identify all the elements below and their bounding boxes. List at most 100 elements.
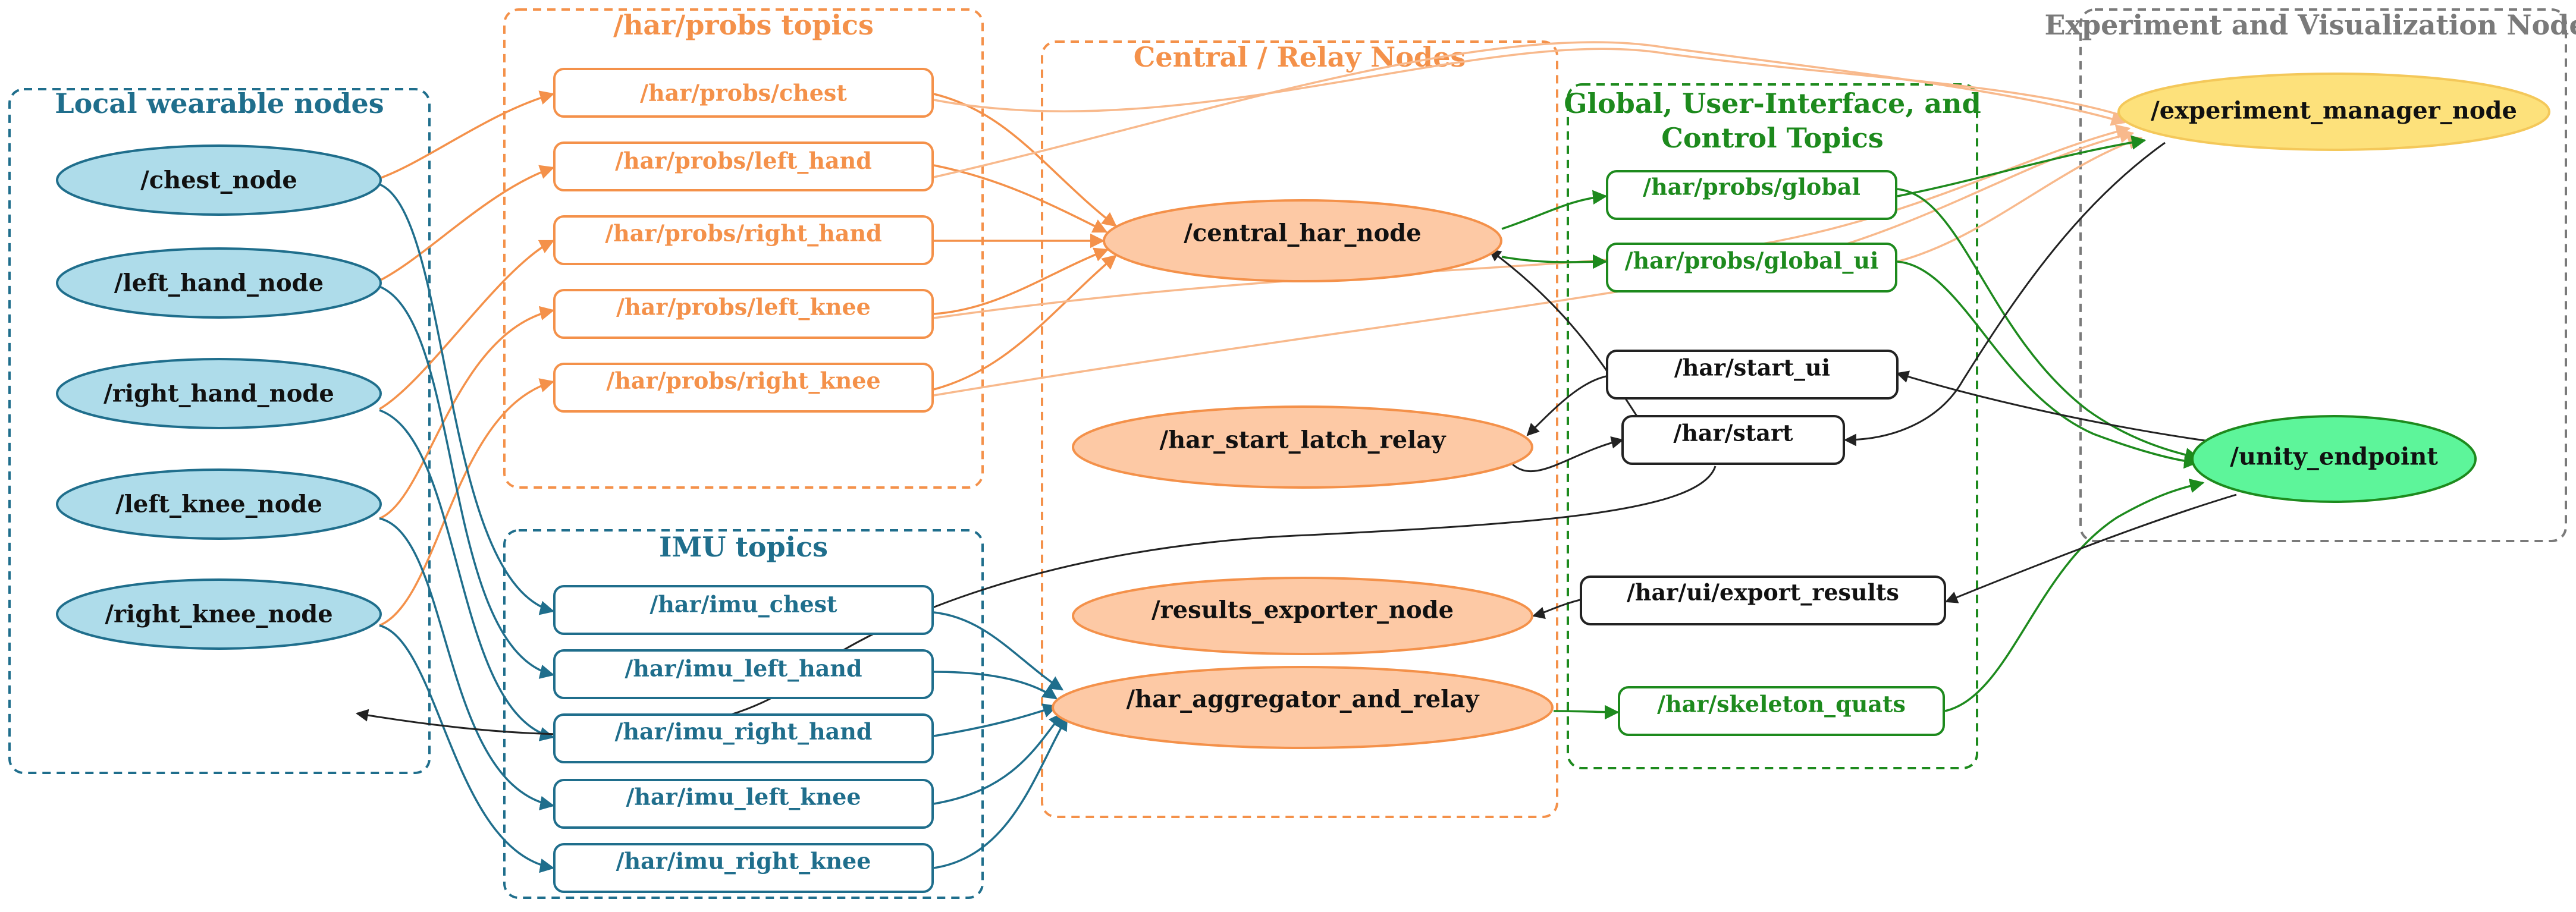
edge-export-results-to-exporter [1532,598,1583,619]
edge-probs-chest-to-central [933,93,1117,227]
node-results-exporter[interactable]: /results_exporter_node [1072,577,1533,655]
topic-probs-left-hand[interactable]: /har/probs/left_hand [553,141,934,191]
node-experiment-manager-label: /experiment_manager_node [2151,97,2517,125]
topic-start-label: /har/start [1673,420,1793,446]
topic-probs-left-knee-label: /har/probs/left_knee [616,294,871,320]
topic-imu-chest[interactable]: /har/imu_chest [553,585,934,635]
topic-probs-chest-label: /har/probs/chest [640,80,847,106]
edge-left-hand-to-probs-left-hand [379,165,555,282]
edge-probs-global-to-experiment [1897,135,2147,197]
topic-skeleton-quats-label: /har/skeleton_quats [1657,691,1906,718]
topic-probs-global-label: /har/probs/global [1643,174,1860,200]
edge-start-ui-to-latch-relay [1526,375,1609,436]
edge-probs-left-knee-to-central [933,247,1109,315]
cluster-global-ui-control-topics: Global, User-Interface, and Control Topi… [1564,83,1981,769]
cluster-probs-topics: /har/probs topics [503,8,984,489]
edge-imu-left-knee-to-aggregator [933,712,1063,805]
topic-probs-right-knee-label: /har/probs/right_knee [606,367,880,394]
edge-imu-chest-to-aggregator [933,611,1064,691]
cluster-local-title: Local wearable nodes [55,87,384,119]
cluster-central-title: Central / Relay Nodes [1134,41,1466,73]
topic-start-ui-label: /har/start_ui [1674,354,1830,381]
cluster-experiment-title: Experiment and Visualization Nodes [2044,9,2576,41]
node-right-hand-label: /right_hand_node [103,380,334,408]
node-central-har[interactable]: /central_har_node [1103,199,1502,282]
edge-chest-to-imu-chest [379,183,555,615]
edge-probs-global-ui-to-unity [1897,260,2199,469]
topic-probs-chest[interactable]: /har/probs/chest [553,68,934,118]
topic-imu-left-hand[interactable]: /har/imu_left_hand [553,649,934,699]
topic-imu-left-hand-label: /har/imu_left_hand [625,655,862,682]
topic-probs-right-knee[interactable]: /har/probs/right_knee [553,363,934,413]
edge-chest-to-probs-chest [379,90,555,180]
node-chest[interactable]: /chest_node [56,144,382,216]
topic-skeleton-quats[interactable]: /har/skeleton_quats [1618,686,1945,736]
cluster-probs-title: /har/probs topics [613,9,874,41]
node-unity-endpoint-label: /unity_endpoint [2230,443,2438,471]
edge-unity-to-export-results [1945,493,2237,603]
cluster-local-wearable-nodes: Local wearable nodes [8,87,431,774]
node-har-start-latch-relay-label: /har_start_latch_relay [1159,426,1447,454]
topic-probs-right-hand[interactable]: /har/probs/right_hand [553,215,934,265]
edge-right-hand-to-imu-right-hand [379,409,555,741]
edges-local-to-imu [379,183,555,873]
topic-probs-global-ui-label: /har/probs/global_ui [1625,247,1879,274]
topic-ui-export-results-label: /har/ui/export_results [1627,579,1899,606]
edges-imu-to-aggregator [933,611,1068,869]
topic-ui-export-results[interactable]: /har/ui/export_results [1580,575,1946,625]
topic-start-ui[interactable]: /har/start_ui [1606,350,1899,400]
topic-imu-right-knee-label: /har/imu_right_knee [616,848,871,875]
cluster-imu-title: IMU topics [659,531,828,563]
edge-right-hand-to-probs-right-hand [379,240,555,410]
edge-left-hand-to-imu-left-hand [379,285,555,679]
edge-left-knee-to-probs-left-knee [379,306,555,520]
topic-imu-right-hand-label: /har/imu_right_hand [615,718,873,745]
edge-experiment-to-start [1843,141,2166,446]
edge-probs-global-to-unity [1897,188,2200,463]
topic-imu-chest-label: /har/imu_chest [650,591,837,618]
node-left-hand[interactable]: /left_hand_node [56,247,382,319]
node-har-start-latch-relay[interactable]: /har_start_latch_relay [1072,405,1533,489]
edges-control [355,141,2237,735]
node-unity-endpoint[interactable]: /unity_endpoint [2191,415,2477,503]
edge-probs-left-hand-to-experiment [933,41,2126,178]
topic-start[interactable]: /har/start [1621,415,1845,465]
node-right-knee[interactable]: /right_knee_node [56,578,382,650]
edge-skeleton-quats-to-unity [1944,479,2205,712]
edge-latch-relay-to-start [1510,436,1624,473]
topic-probs-left-knee[interactable]: /har/probs/left_knee [553,289,934,339]
edges-local-to-probs [379,90,555,627]
edge-aggregator-to-skeleton-quats [1553,705,1620,720]
node-har-aggregator-and-relay-label: /har_aggregator_and_relay [1126,685,1480,713]
node-right-knee-label: /right_knee_node [105,600,332,628]
edge-imu-left-hand-to-aggregator [933,671,1058,700]
edge-right-knee-to-probs-right-knee [379,378,555,627]
cluster-global-title-line1: Global, User-Interface, and [1564,87,1981,119]
edge-central-to-probs-global-ui [1501,254,1608,269]
topic-imu-left-knee-label: /har/imu_left_knee [626,784,861,810]
edge-probs-global-ui-to-experiment [1897,135,2143,263]
node-left-hand-label: /left_hand_node [114,269,324,297]
edge-right-knee-to-imu-right-knee [379,624,555,873]
node-right-hand[interactable]: /right_hand_node [56,358,382,429]
topic-probs-global[interactable]: /har/probs/global [1606,170,1897,220]
node-chest-label: /chest_node [140,166,297,194]
edge-start-to-central [1488,249,1643,424]
edge-imu-right-hand-to-aggregator [933,703,1058,737]
edge-probs-right-knee-to-central [933,254,1117,391]
topic-imu-right-knee[interactable]: /har/imu_right_knee [553,843,934,893]
node-left-knee-label: /left_knee_node [115,490,322,518]
topic-probs-global-ui[interactable]: /har/probs/global_ui [1606,243,1897,293]
topic-imu-right-hand[interactable]: /har/imu_right_hand [553,713,934,763]
node-experiment-manager[interactable]: /experiment_manager_node [2117,73,2550,151]
edges-green [1501,135,2205,720]
topic-probs-left-hand-label: /har/probs/left_hand [615,147,872,174]
node-left-knee[interactable]: /left_knee_node [56,468,382,540]
node-har-aggregator-and-relay[interactable]: /har_aggregator_and_relay [1052,666,1554,749]
cluster-central-relay-nodes: Central / Relay Nodes [1041,40,1558,818]
cluster-global-title-line2: Control Topics [1661,122,1884,154]
topic-imu-left-knee[interactable]: /har/imu_left_knee [553,779,934,829]
edge-imu-right-knee-to-aggregator [933,715,1068,869]
node-central-har-label: /central_har_node [1184,219,1421,247]
